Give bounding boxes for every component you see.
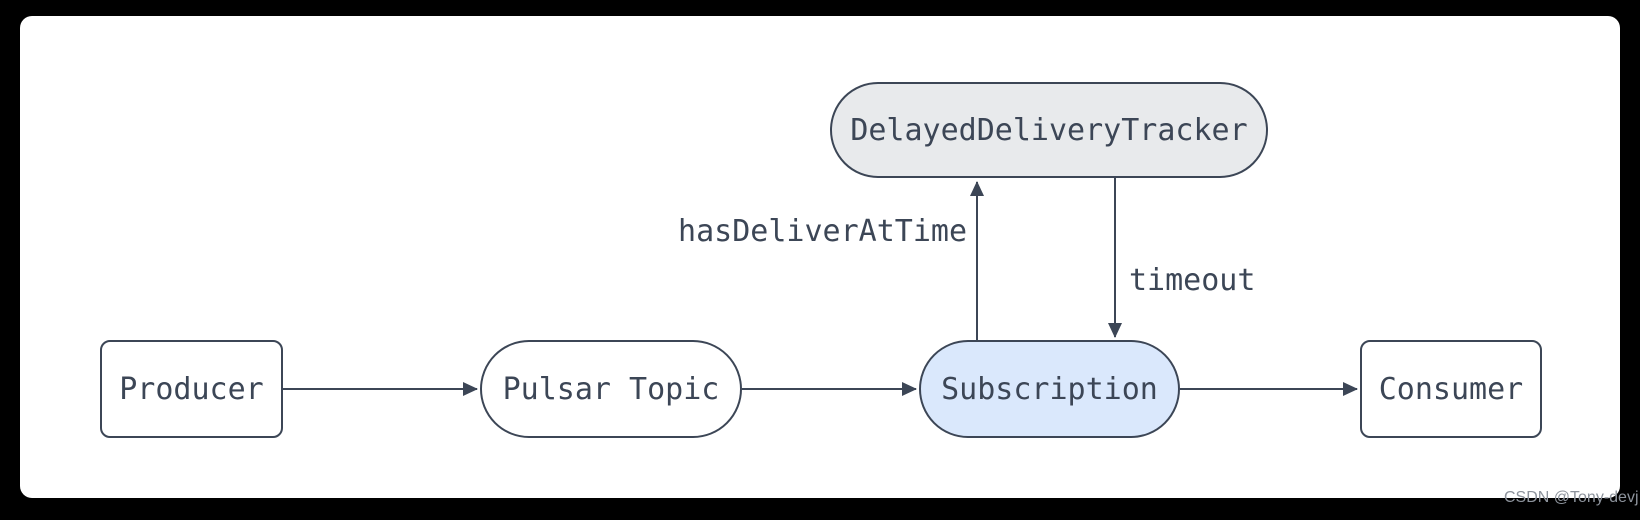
node-delayed-delivery-tracker: DelayedDeliveryTracker <box>830 82 1268 178</box>
node-pulsar-topic: Pulsar Topic <box>480 340 742 438</box>
edge-label-has-deliver-at-time: hasDeliverAtTime <box>678 214 967 249</box>
watermark: CSDN @Tony-devj <box>1504 489 1639 506</box>
diagram-panel <box>20 16 1620 498</box>
node-subscription: Subscription <box>919 340 1180 438</box>
node-consumer: Consumer <box>1360 340 1542 438</box>
node-producer: Producer <box>100 340 283 438</box>
edge-label-timeout: timeout <box>1129 263 1256 298</box>
